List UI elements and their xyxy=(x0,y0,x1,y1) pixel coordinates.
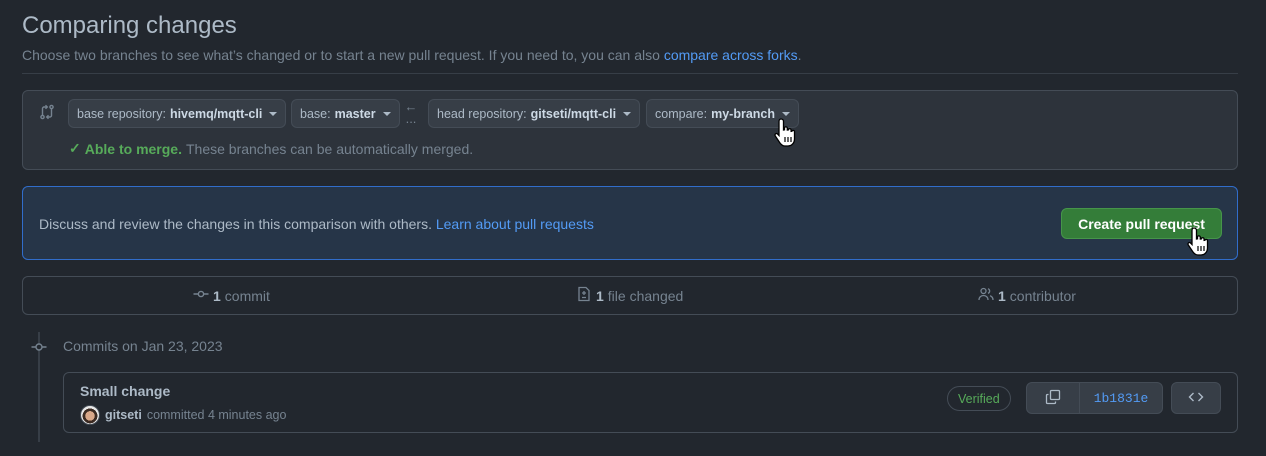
avatar[interactable] xyxy=(80,405,100,425)
merge-ok-label: Able to merge. xyxy=(84,140,182,157)
base-repository-label: base repository: xyxy=(77,106,166,121)
verified-badge[interactable]: Verified xyxy=(947,386,1011,411)
timeline-line xyxy=(38,332,40,442)
compare-branch-value: my-branch xyxy=(711,106,776,121)
caret-down-icon xyxy=(782,111,791,116)
commit-time: committed 4 minutes ago xyxy=(146,408,287,422)
learn-about-pull-requests-link[interactable]: Learn about pull requests xyxy=(435,216,594,232)
code-icon xyxy=(1188,389,1204,408)
git-compare-icon xyxy=(39,104,55,123)
merge-status: ✓ Able to merge. These branches can be a… xyxy=(69,140,473,157)
range-editor: base repository: hivemq/mqtt-cli base: m… xyxy=(22,90,1238,170)
compare-branch-label: compare: xyxy=(655,106,708,121)
head-repository-dropdown[interactable]: head repository: gitseti/mqtt-cli xyxy=(428,99,641,128)
commit-icon xyxy=(31,339,47,358)
commit-title-link[interactable]: Small change xyxy=(80,383,171,399)
comparison-summary: 1 commit 1 file changed 1 contributor xyxy=(22,276,1238,315)
base-branch-dropdown[interactable]: base: master xyxy=(291,99,400,128)
commit-sha-group: 1b1831e xyxy=(1026,382,1163,414)
compare-branch-dropdown[interactable]: compare: my-branch xyxy=(646,99,800,128)
divider xyxy=(22,73,1238,74)
page-subtitle: Choose two branches to see what’s change… xyxy=(22,47,802,63)
caret-down-icon xyxy=(269,111,278,116)
merge-message: These branches can be automatically merg… xyxy=(185,140,474,157)
commit-list-item: Small change gitseti committed 4 minutes… xyxy=(63,372,1238,433)
caret-down-icon xyxy=(382,111,391,116)
subtitle-end: . xyxy=(797,47,802,63)
file-diff-icon xyxy=(576,286,592,305)
hand-cursor-icon xyxy=(1185,226,1213,261)
browse-repository-button[interactable] xyxy=(1171,382,1221,414)
create-pr-prompt: Discuss and review the changes in this c… xyxy=(22,186,1238,260)
page-title: Comparing changes xyxy=(22,12,237,39)
base-branch-label: base: xyxy=(300,106,331,121)
copy-icon xyxy=(1045,389,1061,408)
commit-meta: gitseti committed 4 minutes ago xyxy=(80,405,286,425)
head-repository-value: gitseti/mqtt-cli xyxy=(530,106,617,121)
summary-files-changed[interactable]: 1 file changed xyxy=(576,277,683,314)
check-icon: ✓ xyxy=(69,140,81,156)
head-repository-label: head repository: xyxy=(437,106,527,121)
people-icon xyxy=(978,286,994,305)
pr-prompt-text: Discuss and review the changes in this c… xyxy=(39,216,436,232)
base-repository-value: hivemq/mqtt-cli xyxy=(169,106,263,121)
hand-cursor-icon xyxy=(772,117,800,152)
base-branch-value: master xyxy=(334,106,376,121)
subtitle-text: Choose two branches to see what’s change… xyxy=(22,47,664,63)
base-repository-dropdown[interactable]: base repository: hivemq/mqtt-cli xyxy=(68,99,287,128)
commit-icon xyxy=(193,286,209,305)
compare-across-forks-link[interactable]: compare across forks xyxy=(663,47,798,63)
commit-author-link[interactable]: gitseti xyxy=(105,408,142,422)
caret-down-icon xyxy=(623,111,632,116)
create-pull-request-button[interactable]: Create pull request xyxy=(1061,208,1222,239)
arrow-left-icon: ← ... xyxy=(404,99,418,126)
commits-date-heading: Commits on Jan 23, 2023 xyxy=(63,338,223,354)
summary-contributors[interactable]: 1 contributor xyxy=(978,277,1076,314)
summary-commits[interactable]: 1 commit xyxy=(193,277,270,314)
commit-sha-link[interactable]: 1b1831e xyxy=(1093,390,1149,406)
copy-sha-button[interactable] xyxy=(1027,383,1080,413)
